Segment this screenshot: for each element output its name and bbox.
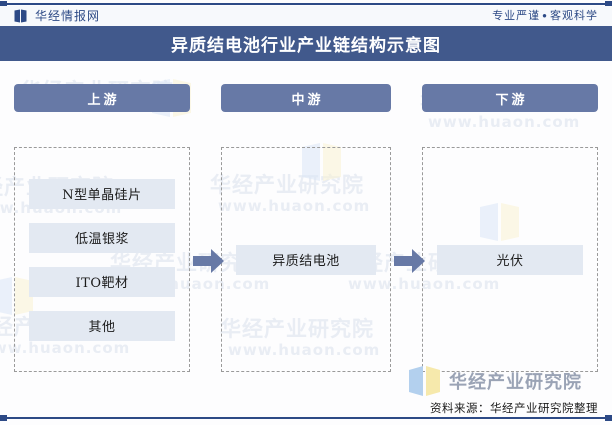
stage-header-midstream-label: 中游 — [291, 92, 324, 108]
top-accent-rule — [0, 3, 612, 5]
tagline-separator: ● — [542, 11, 548, 21]
node-downstream-1[interactable]: 光伏 — [437, 244, 583, 275]
brand-name: 华经情报网 — [35, 9, 101, 23]
tagline-right: 客观科学 — [550, 10, 598, 22]
node-label: ITO靶材 — [75, 276, 129, 291]
node-upstream-2[interactable]: 低温银浆 — [29, 222, 175, 253]
node-upstream-3[interactable]: ITO靶材 — [29, 266, 175, 297]
source-note: 资料来源：华经产业研究院整理 — [430, 401, 598, 415]
top-accent-cap-left — [0, 1, 7, 7]
stage-panel-midstream-stack: 异质结电池 — [222, 148, 390, 371]
stage-panel-upstream: N型单晶硅片 低温银浆 ITO靶材 其他 — [14, 147, 190, 372]
stage-header-downstream-label: 下游 — [495, 92, 528, 108]
bottom-accent-rule — [0, 417, 612, 419]
corporate-logo: 华经产业研究院 — [408, 365, 582, 397]
stage-header-upstream-label: 上游 — [87, 92, 120, 108]
node-upstream-1[interactable]: N型单晶硅片 — [29, 178, 175, 209]
tagline-left: 专业严谨 — [492, 10, 541, 22]
stage-header-midstream[interactable]: 中游 — [221, 84, 391, 112]
stage-panel-downstream-stack: 光伏 — [423, 148, 597, 371]
node-midstream-1[interactable]: 异质结电池 — [236, 244, 376, 275]
bottom-accent-cap-right — [605, 415, 612, 421]
stage-panel-downstream: 光伏 — [422, 147, 598, 372]
node-label: N型单晶硅片 — [62, 188, 142, 203]
brand-bar: 华经情报网 专业严谨●客观科学 — [0, 6, 612, 26]
top-accent-cap-right — [605, 1, 612, 7]
node-upstream-4[interactable]: 其他 — [29, 310, 175, 341]
stage-header-upstream[interactable]: 上游 — [14, 84, 190, 112]
node-label: 低温银浆 — [74, 232, 129, 247]
corporate-logo-name: 华经产业研究院 — [449, 372, 582, 393]
title-bar: 异质结电池行业产业链结构示意图 — [0, 26, 612, 61]
stage-panel-midstream: 异质结电池 — [221, 147, 391, 372]
bottom-accent-cap-left — [0, 415, 7, 421]
node-label: 异质结电池 — [272, 254, 340, 269]
right-arrow-icon-upstream-to-midstream — [193, 249, 224, 273]
page-title: 异质结电池行业产业链结构示意图 — [171, 36, 441, 56]
watermark-url: www.huaon.com — [428, 113, 581, 131]
open-book-icon — [409, 366, 440, 396]
node-label: 其他 — [88, 320, 116, 335]
node-label: 光伏 — [496, 254, 524, 269]
stage-panel-upstream-stack: N型单晶硅片 低温银浆 ITO靶材 其他 — [15, 148, 189, 371]
brand: 华经情报网 — [14, 9, 100, 23]
open-book-icon — [14, 9, 27, 23]
right-arrow-icon-midstream-to-downstream — [394, 249, 425, 273]
tagline: 专业严谨●客观科学 — [492, 9, 598, 23]
stage-header-downstream[interactable]: 下游 — [422, 84, 598, 112]
